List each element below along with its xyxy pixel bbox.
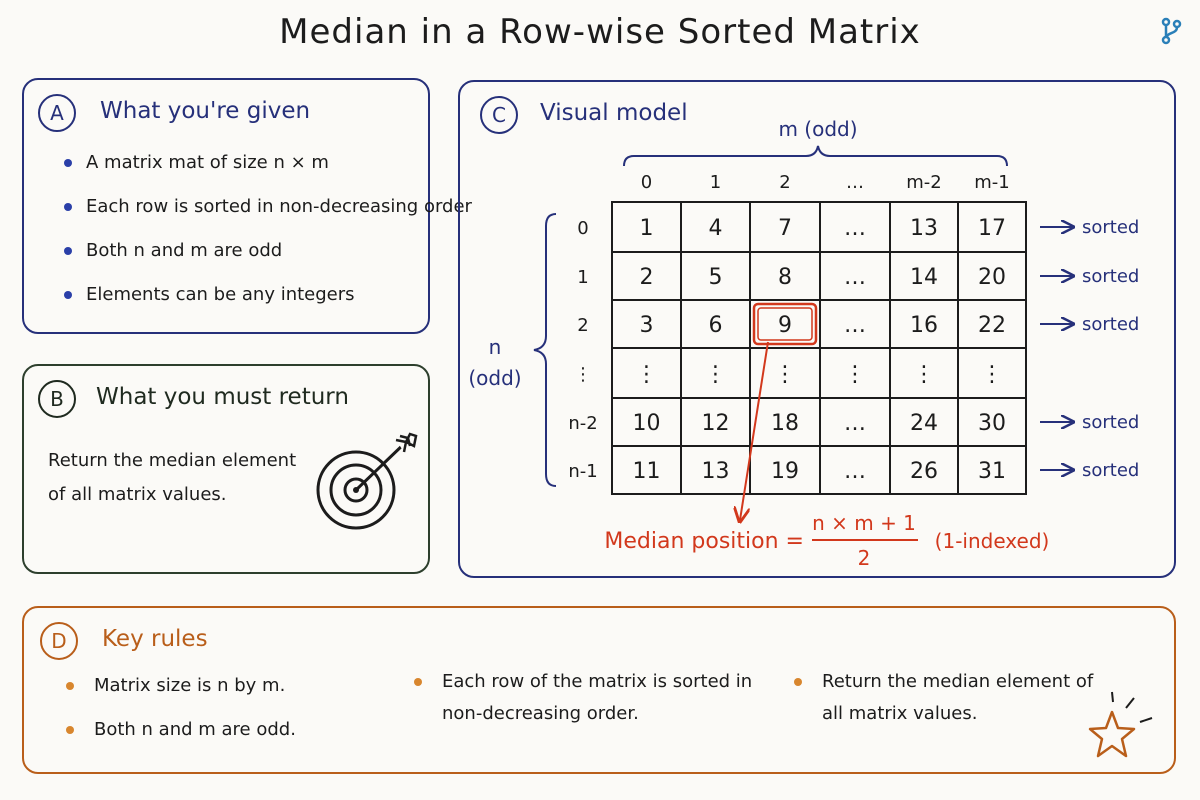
panel-d-title: Key rules: [102, 626, 208, 652]
bullet-icon: [66, 682, 74, 690]
list-item: Each row of the matrix is sorted in non-…: [414, 666, 754, 730]
panel-c-badge: C: [480, 96, 518, 134]
bullet-icon: [794, 678, 802, 686]
given-list: A matrix mat of size n × m Each row is s…: [64, 150, 472, 326]
bullet-icon: [66, 726, 74, 734]
panel-given: A What you're given A matrix mat of size…: [22, 78, 472, 334]
return-description: Return the median element of all matrix …: [48, 450, 297, 505]
list-item: A matrix mat of size n × m: [64, 150, 472, 194]
panel-a-badge: A: [38, 94, 76, 132]
panel-c-title: Visual model: [540, 100, 688, 126]
list-item: Both n and m are odd.: [66, 714, 386, 746]
page-title: Median in a Row-wise Sorted Matrix: [279, 12, 921, 52]
list-item: Matrix size is n by m.: [66, 670, 386, 702]
rules-column-3: Return the median element of all matrix …: [794, 666, 1094, 742]
list-item: Both n and m are odd: [64, 238, 472, 282]
list-item: Return the median element of all matrix …: [794, 666, 1094, 730]
git-branch-icon: [1161, 17, 1182, 45]
panel-b-title: What you must return: [96, 384, 349, 410]
list-item: Elements can be any integers: [64, 282, 472, 326]
panel-key-rules: D Key rules Matrix size is n by m. Both …: [22, 606, 1176, 774]
bullet-icon: [64, 291, 72, 299]
panel-visual-model: C Visual model: [458, 80, 1176, 578]
list-item: Each row is sorted in non-decreasing ord…: [64, 194, 472, 238]
sparkle-star-icon: [1088, 691, 1153, 758]
bullet-icon: [64, 159, 72, 167]
target-icon: [316, 432, 418, 530]
bullet-icon: [64, 247, 72, 255]
bullet-icon: [414, 678, 422, 686]
panel-b-badge: B: [38, 380, 76, 418]
panel-a-title: What you're given: [100, 98, 311, 124]
rules-column-1: Matrix size is n by m. Both n and m are …: [66, 670, 386, 758]
bullet-icon: [64, 203, 72, 211]
panel-return: B What you must return Return the median…: [22, 364, 430, 574]
rules-column-2: Each row of the matrix is sorted in non-…: [414, 666, 754, 742]
panel-d-badge: D: [40, 622, 78, 660]
